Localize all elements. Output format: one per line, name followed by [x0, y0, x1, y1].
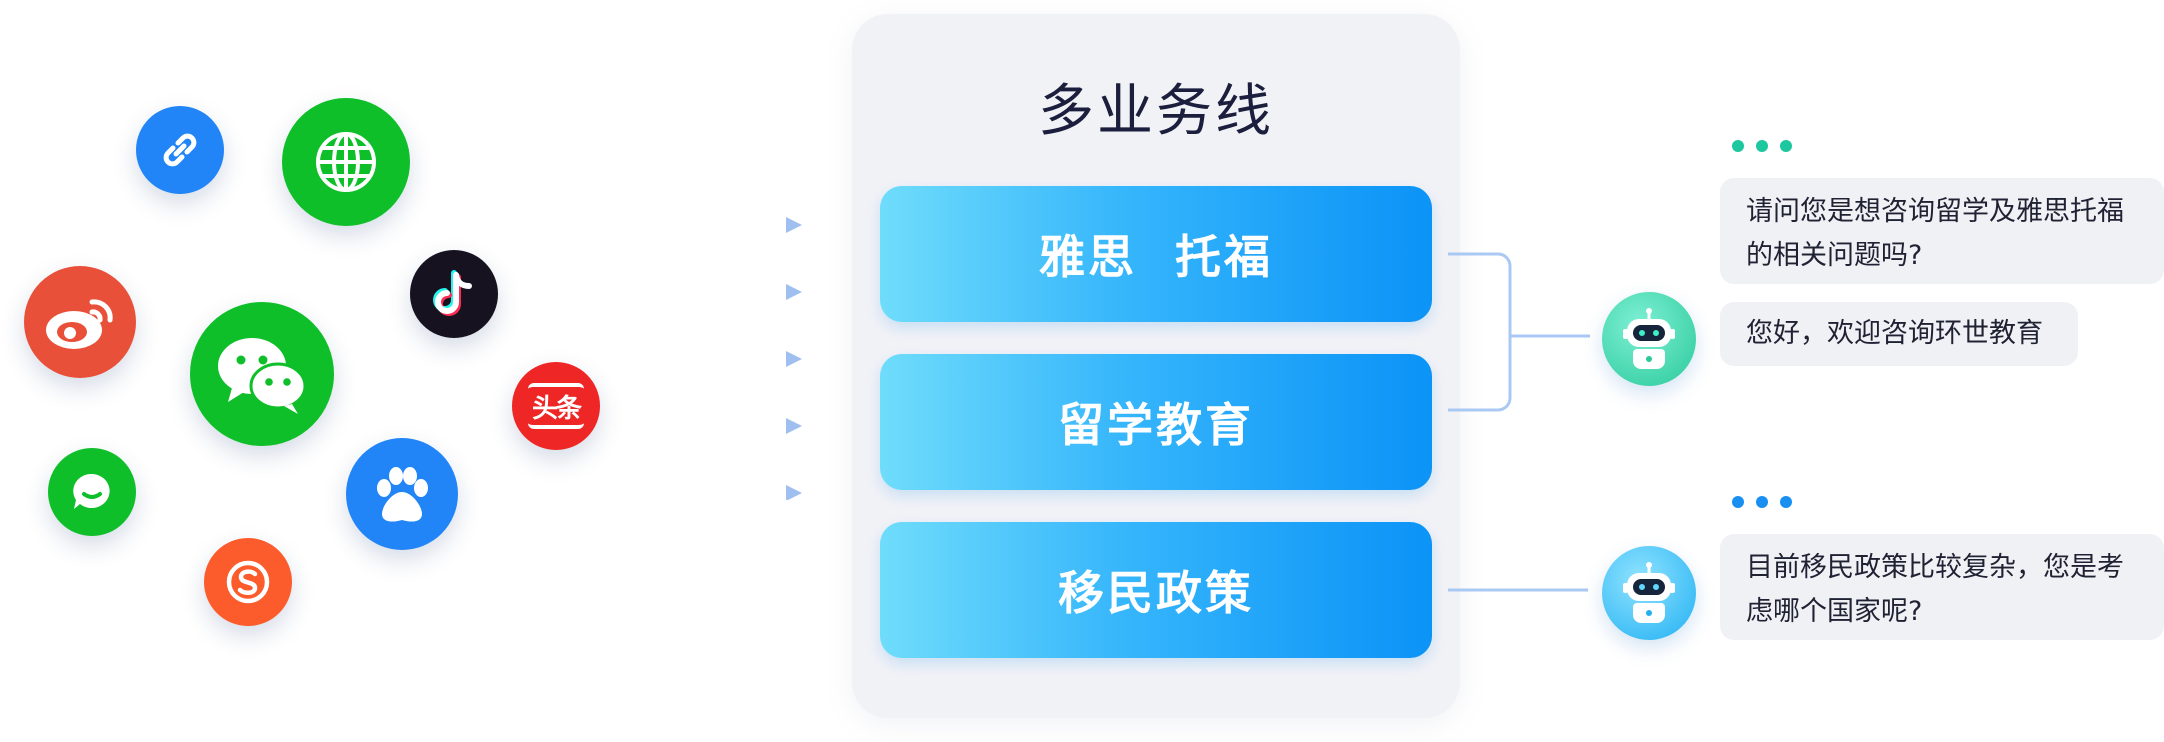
chat-message: 您好，欢迎咨询环世教育 [1720, 302, 2078, 366]
business-line-ielts-toefl[interactable]: 雅思 托福 [880, 186, 1432, 322]
toutiao-icon[interactable]: 头条 [512, 362, 600, 450]
connector-lines [1448, 252, 1590, 592]
weibo-icon[interactable] [24, 266, 136, 378]
wechat-icon[interactable] [190, 302, 334, 446]
flow-arrows [550, 217, 802, 500]
link-icon[interactable] [136, 106, 224, 194]
globe-glyph [316, 132, 376, 192]
weibo-glyph [46, 299, 113, 349]
chat-bubble-glyph [73, 473, 110, 509]
link-glyph [163, 133, 197, 167]
typing-indicator [1732, 496, 1792, 508]
tiktok-glyph [433, 270, 472, 316]
typing-indicator [1732, 140, 1792, 152]
flow-arrow [550, 223, 788, 495]
baidu-paw-glyph [377, 467, 428, 522]
globe-icon[interactable] [282, 98, 410, 226]
sogou-icon[interactable] [204, 538, 292, 626]
robot-glyph [1623, 308, 1675, 369]
toutiao-label: 头条 [531, 393, 582, 424]
business-line-study-abroad[interactable]: 留学教育 [880, 354, 1432, 490]
business-line-immigration[interactable]: 移民政策 [880, 522, 1432, 658]
chatbot-avatar-icon [1602, 292, 1696, 386]
wechat-glyph [218, 338, 307, 414]
chatbot-avatar-icon [1602, 546, 1696, 640]
tiktok-icon[interactable] [410, 250, 498, 338]
chat-bubble-icon[interactable] [48, 448, 136, 536]
chat-message: 目前移民政策比较复杂，您是考虑哪个国家呢? [1720, 534, 2164, 640]
chat-message: 请问您是想咨询留学及雅思托福的相关问题吗? [1720, 178, 2164, 284]
robot-glyph [1623, 562, 1675, 623]
panel-title: 多业务线 [1038, 79, 1274, 144]
baidu-paw-icon[interactable] [346, 438, 458, 550]
sogou-glyph [226, 560, 270, 604]
business-line-panel: 多业务线 雅思 托福 留学教育 移民政策 [852, 14, 1460, 718]
